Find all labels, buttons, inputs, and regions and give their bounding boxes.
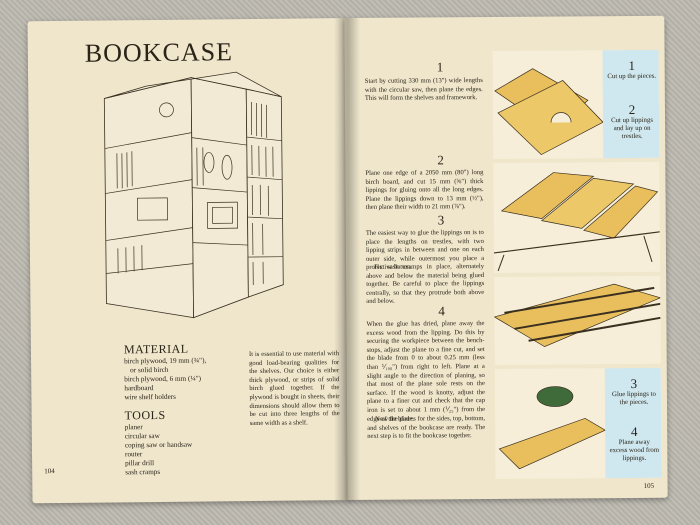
book-gutter <box>334 18 360 500</box>
step-text: When the glue has dried, plane away the … <box>366 320 486 423</box>
right-page: 1 Start by cutting 330 mm (13") wide len… <box>344 15 668 500</box>
caption-number: 1 <box>628 57 635 74</box>
material-item: birch plywood, 6 mm (¼") <box>124 374 202 384</box>
tool-item: coping saw or handsaw <box>124 440 193 450</box>
step-text: Now the pieces for the sides, top, botto… <box>367 415 486 441</box>
caption-text: Cut up the pieces. <box>607 72 657 81</box>
figure-cut-pieces: 1 Cut up the pieces. 2 Cut up lippings a… <box>492 49 660 159</box>
step-number: 2 <box>437 152 444 168</box>
left-page: BOOKCASE <box>27 18 351 504</box>
bookcase-illustration <box>103 71 284 319</box>
step-number: 3 <box>437 212 445 228</box>
caption-number: 2 <box>628 101 636 118</box>
figure-plane-lippings: 3 Glue lippings to the pieces. 4 Plane a… <box>494 367 662 479</box>
step-text: Plane one edge of a 2050 mm (80") long b… <box>365 169 484 212</box>
caption-3: 3 Glue lippings to the pieces. <box>609 376 659 407</box>
intro-text: It is essential to use material with goo… <box>248 350 340 427</box>
step-number: 4 <box>438 303 445 319</box>
step-text: Start by cutting 330 mm (13") wide lengt… <box>364 77 483 103</box>
figure-cramps <box>493 275 662 365</box>
tools-list: planer circular saw coping saw or handsa… <box>125 423 193 478</box>
material-item: birch plywood, 19 mm (¾"), <box>124 356 207 366</box>
caption-2: 2 Cut up lippings and lay up on trestles… <box>607 102 657 141</box>
tools-heading: TOOLS <box>124 407 166 423</box>
open-book: BOOKCASE <box>27 15 685 508</box>
caption-text: Plane away excess wood from lippings. <box>609 438 660 463</box>
plane-lippings-illustration <box>498 367 662 479</box>
page-title: BOOKCASE <box>84 37 234 68</box>
caption-text: Glue lippings to the pieces. <box>612 390 656 407</box>
material-item: wire shelf holders <box>124 392 176 402</box>
figure-trestles <box>493 161 661 273</box>
cramps-illustration <box>493 283 662 348</box>
caption-4: 4 Plane away excess wood from lippings. <box>609 423 660 463</box>
tool-item: sash cramps <box>125 467 161 477</box>
caption-number: 4 <box>630 423 638 440</box>
step-text: Fix sash cramps in place, alternately ab… <box>366 263 485 306</box>
page-number-right: 105 <box>643 481 655 490</box>
caption-text: Cut up lippings and lay up on trestles. <box>611 116 654 141</box>
page-number-left: 104 <box>44 467 55 476</box>
caption-1: 1 Cut up the pieces. <box>607 58 657 81</box>
material-list: birch plywood, 19 mm (¾"), or solid birc… <box>124 356 207 402</box>
cut-pieces-illustration <box>494 49 660 159</box>
step-number: 1 <box>436 59 444 75</box>
trestles-illustration <box>493 172 660 272</box>
caption-number: 3 <box>630 375 638 392</box>
material-heading: MATERIAL <box>123 341 189 357</box>
